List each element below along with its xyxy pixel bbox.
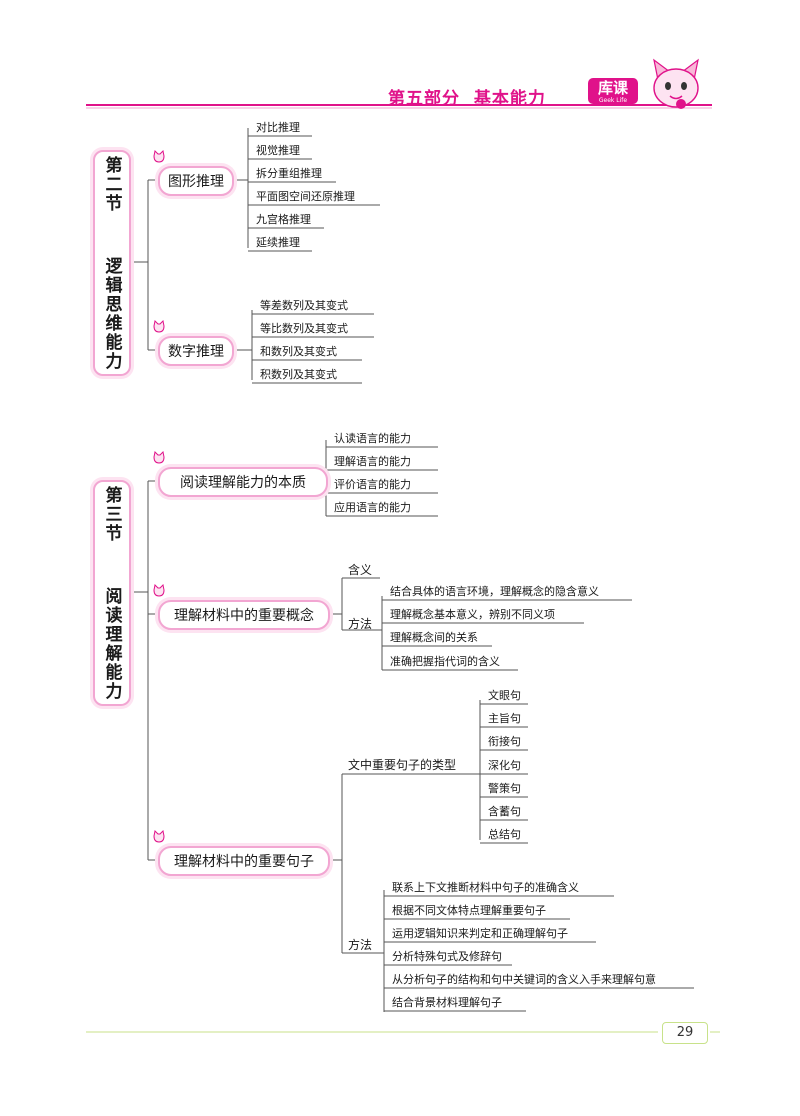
leaf-item: 警策句 — [488, 782, 521, 795]
section2-title: 第二节 逻辑思维能力 — [93, 150, 131, 376]
leaf-item: 结合背景材料理解句子 — [392, 996, 502, 1009]
sub-label-method: 方法 — [348, 617, 373, 631]
branch-number-reasoning: 数字推理 — [158, 336, 234, 366]
leaf-item: 结合具体的语言环境，理解概念的隐含意义 — [390, 585, 599, 598]
cat-icon — [153, 584, 165, 597]
leaf-item: 深化句 — [488, 759, 521, 772]
leaf-item: 拆分重组推理 — [256, 167, 322, 180]
branch-graphic-reasoning: 图形推理 — [158, 166, 234, 196]
footer-line — [86, 1031, 720, 1033]
leaf-item: 理解概念间的关系 — [390, 631, 478, 644]
leaf-item: 分析特殊句式及修辞句 — [392, 950, 502, 963]
leaf-item: 准确把握指代词的含义 — [390, 655, 500, 668]
header-title: 第五部分 基本能力 — [388, 89, 546, 109]
branch-reading-essence: 阅读理解能力的本质 — [158, 467, 328, 497]
leaf-item: 等差数列及其变式 — [260, 299, 348, 312]
leaf-item: 平面图空间还原推理 — [256, 190, 355, 203]
leaf-item: 含蓄句 — [488, 805, 521, 818]
sub-label-sentence-types: 文中重要句子的类型 — [348, 758, 457, 772]
header-bar — [86, 104, 712, 109]
mascot-icon — [653, 58, 699, 109]
cat-icon — [153, 451, 165, 464]
page-number: 29 — [662, 1022, 708, 1044]
leaf-item: 衔接句 — [488, 735, 521, 748]
leaf-item: 运用逻辑知识来判定和正确理解句子 — [392, 927, 568, 940]
leaf-item: 认读语言的能力 — [334, 432, 411, 445]
leaf-item: 联系上下文推断材料中句子的准确含义 — [392, 881, 579, 894]
leaf-item: 积数列及其变式 — [260, 368, 337, 381]
sub-label-meaning: 含义 — [348, 563, 373, 577]
leaf-item: 对比推理 — [256, 121, 300, 134]
leaf-item: 视觉推理 — [256, 144, 300, 157]
branch-key-sentences: 理解材料中的重要句子 — [158, 846, 330, 876]
branch-key-concepts: 理解材料中的重要概念 — [158, 600, 330, 630]
section3-title: 第三节 阅读理解能力 — [93, 480, 131, 706]
leaf-item: 和数列及其变式 — [260, 345, 337, 358]
leaf-item: 总结句 — [488, 828, 521, 841]
leaf-item: 文眼句 — [488, 689, 521, 702]
logo: 库课 — [588, 78, 638, 104]
leaf-item: 主旨句 — [488, 712, 521, 725]
leaf-item: 理解概念基本意义，辨别不同义项 — [390, 608, 555, 621]
cat-icon — [153, 830, 165, 843]
leaf-item: 应用语言的能力 — [334, 501, 411, 514]
leaf-item: 等比数列及其变式 — [260, 322, 348, 335]
cat-icon — [153, 320, 165, 333]
leaf-item: 评价语言的能力 — [334, 478, 411, 491]
sub-label-method: 方法 — [348, 938, 373, 952]
logo-subtitle: Geek Life — [598, 97, 628, 104]
leaf-item: 九宫格推理 — [256, 213, 311, 226]
leaf-item: 延续推理 — [256, 236, 300, 249]
leaf-item: 理解语言的能力 — [334, 455, 411, 468]
leaf-item: 根据不同文体特点理解重要句子 — [392, 904, 546, 917]
leaf-item: 从分析句子的结构和句中关键词的含义入手来理解句意 — [392, 973, 656, 986]
cat-icon — [153, 150, 165, 163]
